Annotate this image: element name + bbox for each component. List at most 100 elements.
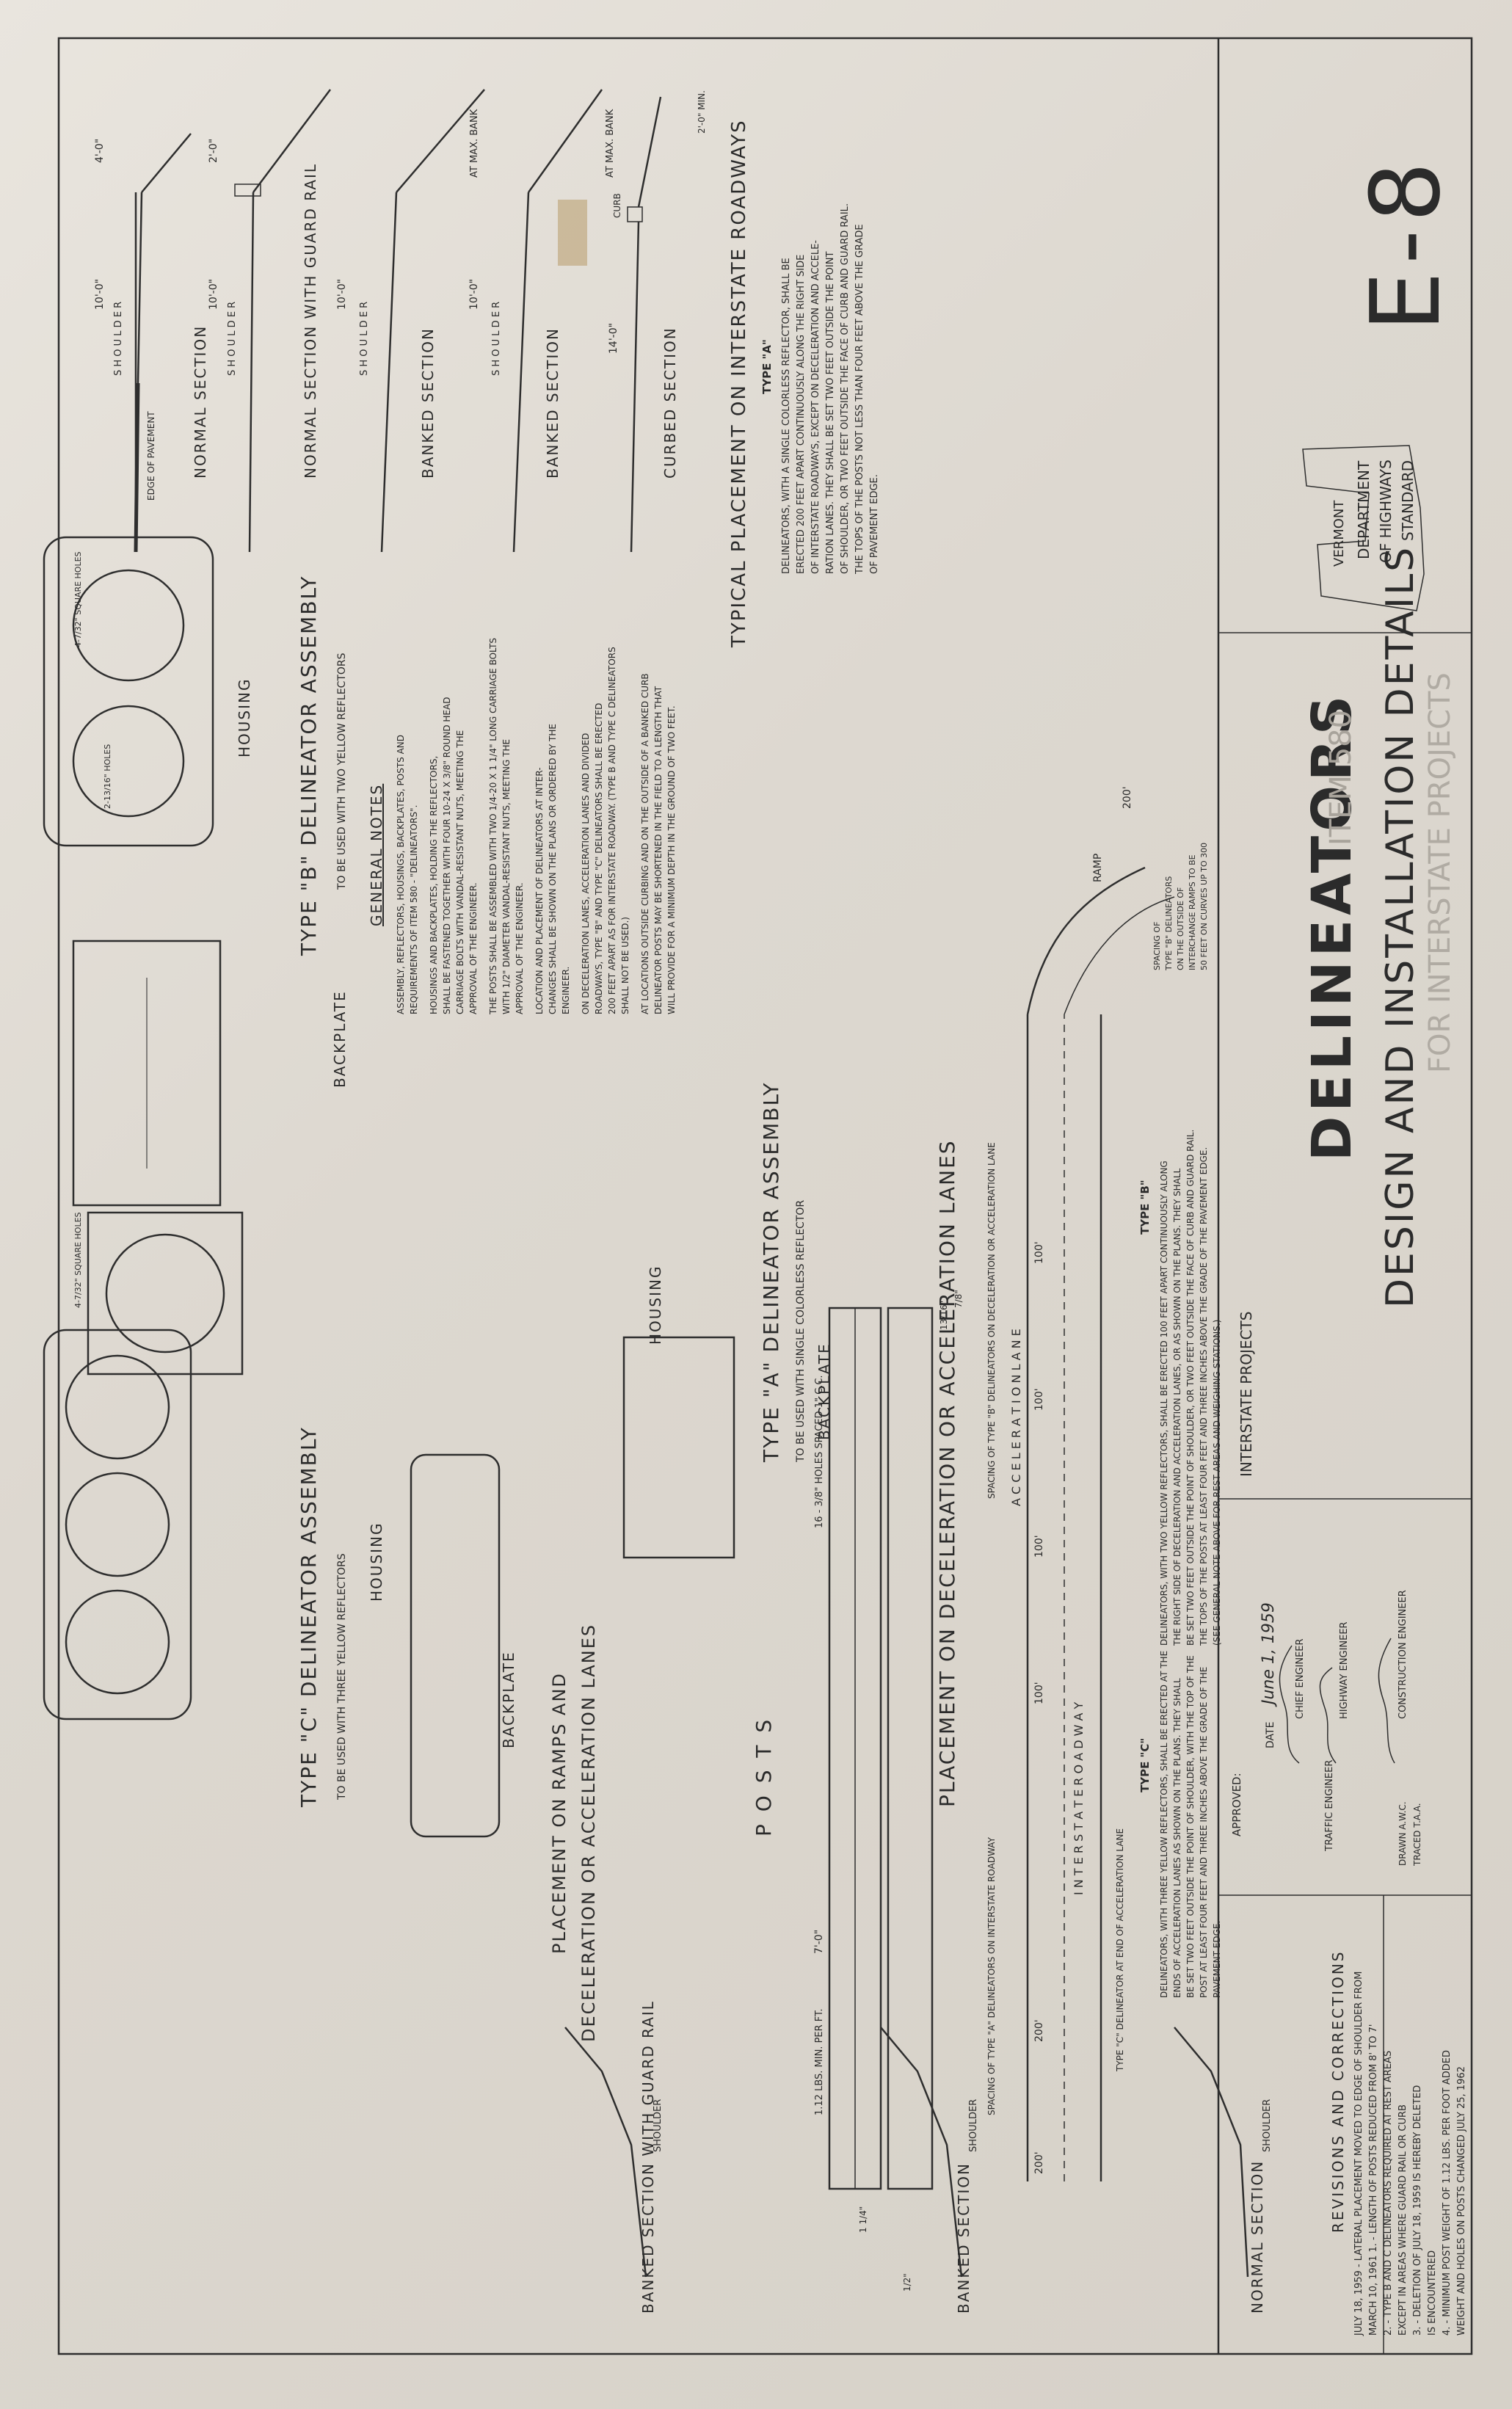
sheet-number: E-8 [1350,154,1461,332]
normal-dim-4: 4'-0" [94,139,106,163]
type-a-subheading: TO BE USED WITH SINGLE COLORLESS REFLECT… [795,1200,807,1463]
note-line-10: LOCATION AND PLACEMENT OF DELINEATORS AT… [534,767,545,1014]
ramp-spacing-3: ON THE OUTSIDE OF [1176,887,1185,970]
ramp-guardrail-label: BANKED SECTION WITH GUARD RAIL [639,2000,657,2314]
ramp-curve [1026,866,1146,1015]
vermont-label: VERMONT [1331,500,1347,567]
curb-label: CURB [612,193,622,218]
note-line-19: WILL PROVIDE FOR A MINIMUM DEPTH IN THE … [666,705,677,1014]
type-c-hole-1 [65,1589,170,1695]
banked-2-dim-10: 10'-0" [468,279,480,310]
type-a-line-3: OF INTERSTATE ROADWAYS, EXCEPT ON DECELE… [810,240,821,574]
note-line-18: DELINEATOR POSTS MAY BE SHORTENED IN THE… [653,686,664,1014]
standard-label: STANDARD [1399,460,1417,541]
normal-guardrail-section: NORMAL SECTION WITH GUARD RAIL S H O U L… [208,89,331,553]
dim-200-1: 200' [1122,786,1133,809]
type-a-line-5: OF SHOULDER, OR TWO FEET OUTSIDE THE FAC… [840,203,851,574]
curbed-min: 2'-0" MIN. [697,90,707,134]
shoulder-label: S H O U L D E R [113,302,124,376]
type-b-lane-line-4: THE TOPS OF THE POSTS AT LEAST FOUR FEET… [1199,1147,1209,1646]
of-highways-label: OF HIGHWAYS [1377,459,1395,563]
ramp-spacing-4: INTERCHANGE RAMPS TO BE [1188,854,1197,970]
guardrail-dim-10: 10'-0" [208,279,219,310]
type-a-assembly: TYPE "A" DELINEATOR ASSEMBLY TO BE USED … [73,1082,833,1559]
type-c-lane-line-3: BE SET TWO FEET OUTSIDE THE POINT OF SHO… [1185,1655,1196,1998]
note-line-6: APPROVAL OF THE ENGINEER. [468,882,479,1014]
type-c-subheading: TO BE USED WITH THREE YELLOW REFLECTORS [336,1553,348,1801]
type-a-line-6: THE TOPS OF THE POSTS NOT LESS THAN FOUR… [854,224,865,575]
post-weight: 1.12 LBS. MIN. PER FT. [814,2008,825,2115]
type-a-line-1: DELINEATORS, WITH A SINGLE COLORLESS REF… [781,258,792,574]
type-b-lane-line-1: DELINEATORS, WITH TWO YELLOW REFLECTORS,… [1159,1160,1169,1646]
type-b-heading: TYPE "B" DELINEATOR ASSEMBLY [297,575,321,956]
ramp-banked-profile [880,2027,963,2278]
chief-engineer-signature [1279,1645,1300,1764]
tape-stain [558,200,587,266]
banked-section-2: BANKED SECTION S H O U L D E R AT MAX. B… [468,89,616,553]
post-dim-13-16: 13/16" [939,1301,949,1330]
lane-placement-heading: PLACEMENT ON DECELERATION OR ACCELERATIO… [935,1139,959,1807]
date-label: DATE [1265,1722,1276,1748]
note-line-12: ENGINEER. [561,967,571,1014]
revision-line-4: EXCEPT IN AREAS WHERE GUARD RAIL OR CURB [1397,2104,1409,2336]
banked-section-2-label: BANKED SECTION [544,327,561,479]
note-line-17: AT LOCATIONS OUTSIDE CURBING AND ON THE … [640,673,650,1014]
note-line-7: THE POSTS SHALL BE ASSEMBLED WITH TWO 1/… [488,638,498,1015]
ramp-curve-inner [1064,896,1175,1015]
banked-1-max-bank: AT MAX. BANK [469,109,480,178]
note-line-13: ON DECELERATION LANES, ACCELERATION LANE… [581,733,591,1014]
type-b-subheading: TO BE USED WITH TWO YELLOW REFLECTORS [336,653,348,890]
guardrail-section-label: NORMAL SECTION WITH GUARD RAIL [302,163,319,479]
guardrail-dim-2: 2'-0" [208,139,219,163]
ramp-normal-profile [1174,2027,1249,2278]
type-c-lane-label: TYPE "C" [1138,1738,1152,1792]
curbed-section: CURBED SECTION 14'-0" CURB 2'-0" MIN. [608,90,707,553]
type-b-holes-label: 2-13/16" HOLES [103,744,112,809]
vermont-outline [1302,445,1425,611]
type-b-backplate-plate [72,940,222,1207]
revision-line-6: IS ENCOUNTERED [1427,2250,1438,2336]
revision-line-8: WEIGHT AND HOLES ON POSTS CHANGED JULY 2… [1456,2066,1467,2336]
type-c-housing-plate [43,1329,192,1721]
type-b-housing-label: HOUSING [236,678,253,757]
item-number: ITEM 580 [1324,710,1358,846]
traffic-engineer-label: TRAFFIC ENGINEER [1324,1760,1335,1852]
typical-placement-heading: TYPICAL PLACEMENT ON INTERSTATE ROADWAYS [728,119,750,648]
lane-placement: PLACEMENT ON DECELERATION OR ACCELERATIO… [935,786,1222,2181]
general-notes-heading: GENERAL NOTES [368,784,385,926]
type-b-housing-hole-1 [72,705,185,818]
ramp-guardrail-shoulder: SHOULDER [653,2099,664,2152]
highway-engineer-signature [1319,1667,1337,1764]
department-label: DEPARTMENT [1355,460,1373,559]
revisions-heading: REVISIONS AND CORRECTIONS [1329,1950,1347,2233]
revision-line-1: JULY 18, 1959 - LATERAL PLACEMENT MOVED … [1353,1972,1364,2336]
type-a-label: TYPE "A" [760,339,774,394]
type-c-hole-2 [65,1472,170,1577]
dim-200-3: 200' [1033,2151,1045,2174]
type-a-line-7: OF PAVEMENT EDGE. [869,474,880,574]
post-side [887,1307,934,2190]
drawn-label: DRAWN A.W.C. [1397,1801,1408,1866]
note-line-9: APPROVAL OF THE ENGINEER. [515,882,525,1014]
type-b-assembly: TYPE "B" DELINEATOR ASSEMBLY TO BE USED … [43,536,349,1207]
type-c-housing-label: HOUSING [368,1522,385,1602]
note-line-2: REQUIREMENTS OF ITEM 580 - "DELINEATORS"… [409,805,419,1014]
revision-line-2: MARCH 10, 1961 1. - LENGTH OF POSTS REDU… [1368,2024,1379,2336]
construction-engineer-label: CONSTRUCTION ENGINEER [1397,1590,1409,1719]
dim-100-2: 100' [1033,1388,1045,1411]
guardrail-shoulder-label: S H O U L D E R [227,302,238,376]
type-a-housing-label: HOUSING [647,1265,664,1345]
revision-line-7: 4. - MINIMUM POST WEIGHT OF 1.12 LBS. PE… [1442,2050,1453,2336]
construction-engineer-signature [1378,1638,1395,1764]
ramp-spacing-5: 50 FEET ON CURVES UP TO 300 [1199,843,1209,970]
ramp-banked-shoulder: SHOULDER [968,2099,979,2152]
note-line-1: ASSEMBLY, REFLECTORS, HOUSINGS, BACKPLAT… [396,735,406,1014]
banked-1-dim-10: 10'-0" [336,279,348,310]
sheet-title: DELINEATORS [1301,691,1364,1161]
ramp-spacing-2: TYPE "B" DELINEATORS [1164,876,1174,971]
type-c-lane-line-2: ENDS OF ACCELERATION LANES AS SHOWN ON T… [1172,1678,1182,1998]
curbed-dim-14: 14'-0" [608,323,619,354]
